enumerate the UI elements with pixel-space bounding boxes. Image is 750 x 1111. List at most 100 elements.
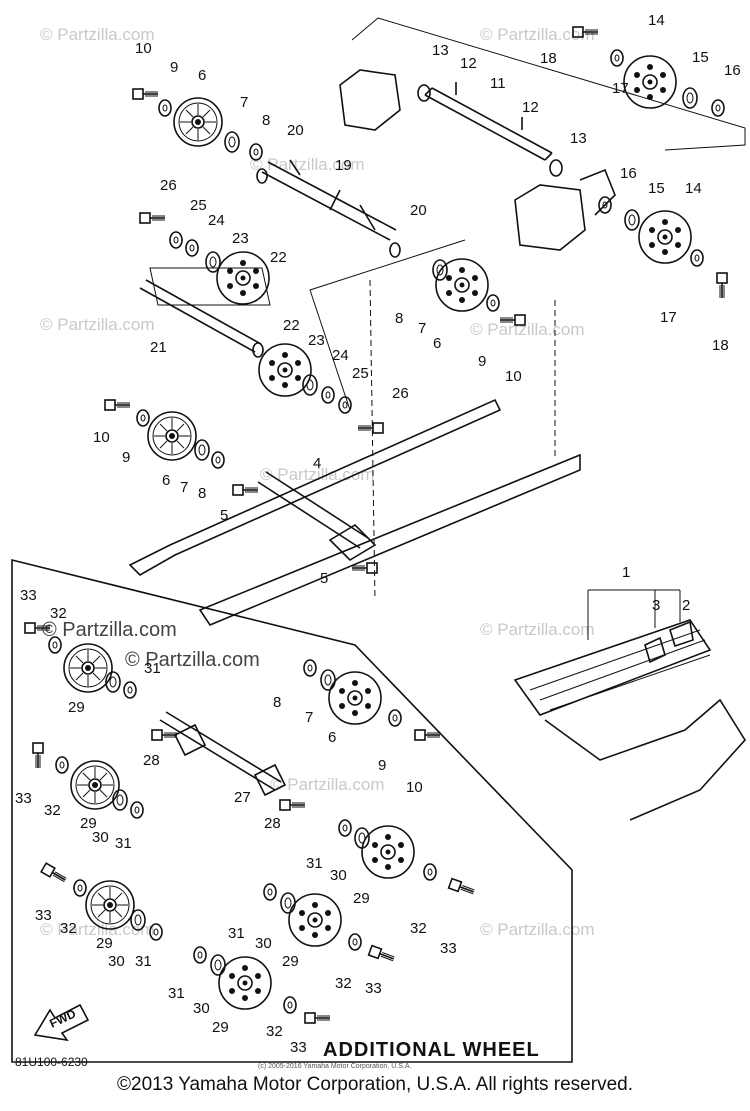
bolt-28 (279, 799, 306, 811)
washer-9 (158, 99, 172, 117)
washer-31 (338, 819, 352, 837)
watermark: © Partzilla.com (40, 25, 155, 44)
watermark: © Partzilla.com (480, 620, 595, 639)
callout-32: 32 (60, 920, 77, 937)
rail (128, 398, 502, 576)
bolt-20 (256, 168, 268, 184)
diagram-code: 81U100-6230 (15, 1055, 88, 1069)
callout-18: 18 (540, 50, 557, 67)
frame-line (149, 267, 271, 306)
callout-30: 30 (193, 1000, 210, 1017)
wheel-29 (63, 643, 113, 693)
callout-10: 10 (406, 779, 423, 796)
bearing-30 (280, 892, 296, 914)
callout-6: 6 (162, 472, 170, 489)
watermark: © Partzilla.com (480, 25, 595, 44)
washer-9 (136, 409, 150, 427)
callout-31: 31 (306, 855, 323, 872)
wheel-6 (328, 671, 382, 725)
callout-8: 8 (198, 485, 206, 502)
bolt-10 (104, 399, 131, 411)
callout-4: 4 (313, 455, 321, 472)
callout-7: 7 (180, 479, 188, 496)
callout-32: 32 (44, 802, 61, 819)
washer-8 (211, 451, 225, 469)
callout-11: 11 (490, 75, 506, 92)
washer-32 (348, 933, 362, 951)
callout-8: 8 (395, 310, 403, 327)
shaft-27 (159, 711, 282, 791)
watermark-dark: © Partzilla.com (42, 619, 177, 641)
callout-9: 9 (378, 757, 386, 774)
bolt-28 (151, 729, 178, 741)
callout-27: 27 (234, 789, 251, 806)
callout-19: 19 (335, 157, 352, 174)
bracket (339, 69, 401, 131)
callout-3: 3 (652, 597, 660, 614)
callout-20: 20 (410, 202, 427, 219)
bolt-10 (414, 729, 441, 741)
bearing-7 (194, 439, 210, 461)
callout-26: 26 (392, 385, 409, 402)
washer-25 (338, 396, 352, 414)
washer-31 (123, 681, 137, 699)
callout-33: 33 (365, 980, 382, 997)
track (544, 698, 746, 821)
frame-line (351, 17, 746, 151)
callout-22: 22 (283, 317, 300, 334)
callout-29: 29 (96, 935, 113, 952)
track-lugs (529, 629, 711, 711)
callout-31: 31 (228, 925, 245, 942)
frame-line (309, 239, 466, 411)
collar-13 (549, 159, 563, 177)
washer-9 (388, 709, 402, 727)
callout-33: 33 (290, 1039, 307, 1056)
washer-31 (130, 801, 144, 819)
callout-12: 12 (522, 99, 539, 116)
callout-9: 9 (122, 449, 130, 466)
callout-29: 29 (68, 699, 85, 716)
callout-29: 29 (212, 1019, 229, 1036)
shaft-end (252, 342, 264, 358)
callout-9: 9 (170, 59, 178, 76)
callout-1: 1 (622, 564, 630, 581)
callout-13: 13 (570, 130, 587, 147)
washer-8 (303, 659, 317, 677)
callout-30: 30 (108, 953, 125, 970)
bearing-7 (224, 131, 240, 153)
clip-3 (644, 636, 666, 664)
callout-17: 17 (660, 309, 677, 326)
callout-10: 10 (135, 40, 152, 57)
rail (198, 453, 581, 626)
watermark-dark: © Partzilla.com (125, 649, 260, 671)
callout-33: 33 (15, 790, 32, 807)
callout-23: 23 (232, 230, 249, 247)
callout-14: 14 (648, 12, 665, 29)
washer-25 (169, 231, 183, 249)
wheel-6 (147, 411, 197, 461)
callout-13: 13 (432, 42, 449, 59)
bolt-33 (447, 877, 477, 898)
callout-31: 31 (115, 835, 132, 852)
callout-14: 14 (685, 180, 702, 197)
bearing-30 (112, 789, 128, 811)
bolt-33 (32, 742, 44, 769)
callout-16: 16 (724, 62, 741, 79)
collar-13 (417, 84, 431, 102)
callout-15: 15 (648, 180, 665, 197)
washer-9 (486, 294, 500, 312)
callout-30: 30 (92, 829, 109, 846)
callout-29: 29 (80, 815, 97, 832)
washer-31 (193, 946, 207, 964)
callout-5: 5 (220, 507, 228, 524)
callout-16: 16 (620, 165, 637, 182)
callout-31: 31 (168, 985, 185, 1002)
callout-10: 10 (93, 429, 110, 446)
callout-17: 17 (612, 80, 629, 97)
watermark: © Partzilla.com (250, 155, 365, 174)
callout-32: 32 (266, 1023, 283, 1040)
callout-22: 22 (270, 249, 287, 266)
callout-6: 6 (328, 729, 336, 746)
track (513, 619, 712, 716)
watermark: © Partzilla.com (270, 775, 385, 794)
